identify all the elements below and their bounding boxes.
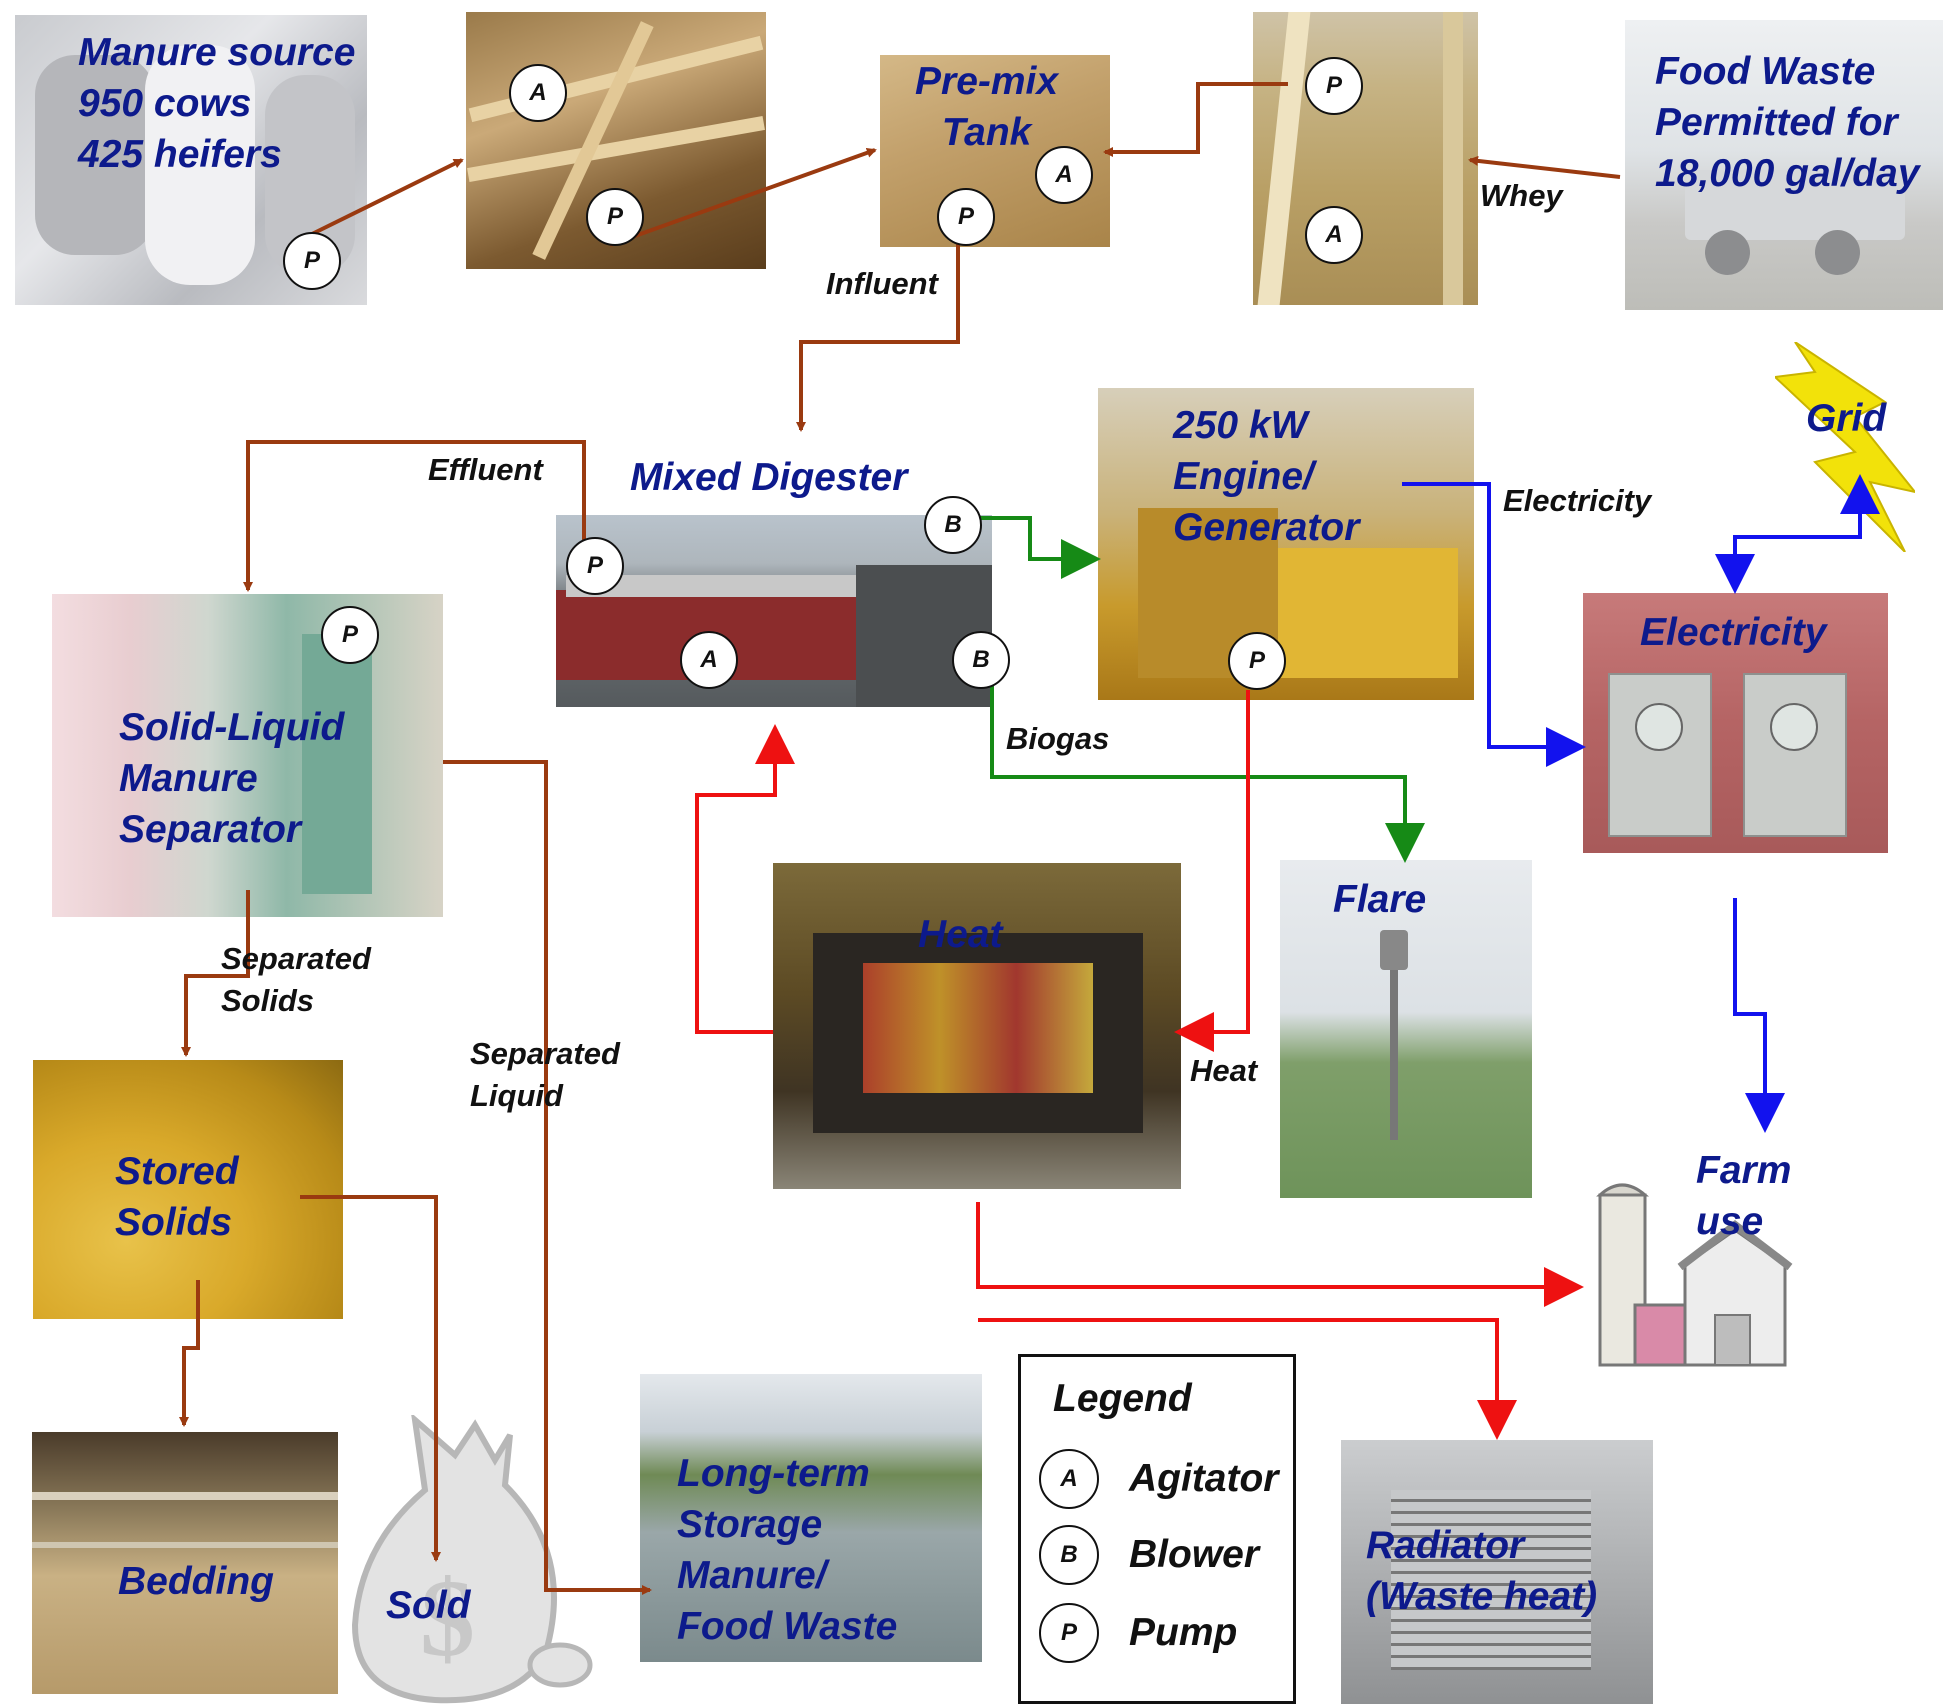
separator-label: Solid-Liquid Manure Separator: [119, 706, 345, 851]
heat-exchanger-photo: [773, 863, 1181, 1189]
food-waste-label: Food Waste Permitted for 18,000 gal/day: [1655, 50, 1920, 195]
biogas-flow-label: Biogas: [1006, 721, 1110, 756]
agitator-symbol: A: [1039, 1449, 1099, 1509]
legend-item-blower: B Blower: [1039, 1525, 1259, 1585]
legend-label-agitator: Agitator: [1129, 1457, 1279, 1500]
radiator-label: Radiator (Waste heat): [1366, 1524, 1598, 1618]
separated-solids-flow-label: Separated Solids: [221, 941, 371, 1018]
long-term-storage-label: Long-term Storage Manure/ Food Waste: [677, 1452, 898, 1648]
lagoon-photo: [640, 1374, 982, 1662]
legend-item-agitator: A Agitator: [1039, 1449, 1279, 1509]
grid-label: Grid: [1806, 397, 1887, 440]
blower-badge: B: [924, 496, 982, 554]
pump-badge: P: [937, 188, 995, 246]
mixed-digester-label: Mixed Digester: [630, 456, 908, 499]
flare-photo: [1280, 860, 1532, 1198]
agitator-badge: A: [1035, 146, 1093, 204]
pump-badge: P: [566, 537, 624, 595]
legend-box: Legend A Agitator B Blower P Pump: [1018, 1354, 1296, 1704]
food-waste-truck-photo: [1625, 20, 1943, 310]
svg-text:$: $: [420, 1557, 475, 1679]
electric-meters-photo: [1583, 593, 1888, 853]
sold-label: Sold: [386, 1584, 471, 1627]
engine-generator-photo: [1098, 388, 1474, 700]
heat-unit-label: Heat: [918, 913, 1003, 956]
separated-liquid-flow-label: Separated Liquid: [470, 1036, 620, 1113]
premix-tank-label: Pre-mix Tank: [915, 60, 1059, 154]
flare-label: Flare: [1333, 878, 1427, 921]
legend-label-blower: Blower: [1129, 1533, 1260, 1576]
farm-barn-icon: [1596, 1183, 1793, 1367]
electricity-panel-label: Electricity: [1640, 611, 1827, 654]
agitator-badge: A: [680, 631, 738, 689]
legend-item-pump: P Pump: [1039, 1603, 1237, 1663]
money-bag-icon: $: [351, 1415, 593, 1704]
pump-symbol: P: [1039, 1603, 1099, 1663]
agitator-badge: A: [509, 64, 567, 122]
effluent-flow-label: Effluent: [428, 452, 543, 487]
heat-flow-label: Heat: [1190, 1053, 1258, 1088]
legend-label-pump: Pump: [1129, 1611, 1238, 1654]
blower-badge: B: [952, 631, 1010, 689]
manure-source-label: Manure source 950 cows 425 heifers: [78, 31, 356, 176]
whey-flow-label: Whey: [1480, 178, 1563, 213]
bedding-barn-photo: [32, 1432, 338, 1694]
pump-badge: P: [321, 606, 379, 664]
radiator-photo: [1341, 1440, 1653, 1704]
lightning-icon: [1775, 342, 1915, 552]
engine-generator-label: 250 kW Engine/ Generator: [1173, 404, 1360, 549]
digester-photo: [556, 515, 992, 707]
legend-title: Legend: [1053, 1377, 1192, 1420]
bedding-label: Bedding: [118, 1560, 274, 1603]
farm-use-label: Farm use: [1696, 1149, 1792, 1243]
pump-badge: P: [586, 188, 644, 246]
stored-solids-label: Stored Solids: [115, 1150, 239, 1244]
stored-solids-photo: [33, 1060, 343, 1319]
blower-symbol: B: [1039, 1525, 1099, 1585]
pump-badge: P: [1305, 57, 1363, 115]
electricity-flow-label: Electricity: [1503, 483, 1652, 518]
pump-badge: P: [283, 232, 341, 290]
whey-tank-photo: [1253, 12, 1478, 305]
separator-photo: [52, 594, 443, 917]
influent-flow-label: Influent: [826, 266, 938, 301]
cows-photo: [15, 15, 367, 305]
agitator-badge: A: [1305, 206, 1363, 264]
pump-badge: P: [1228, 632, 1286, 690]
